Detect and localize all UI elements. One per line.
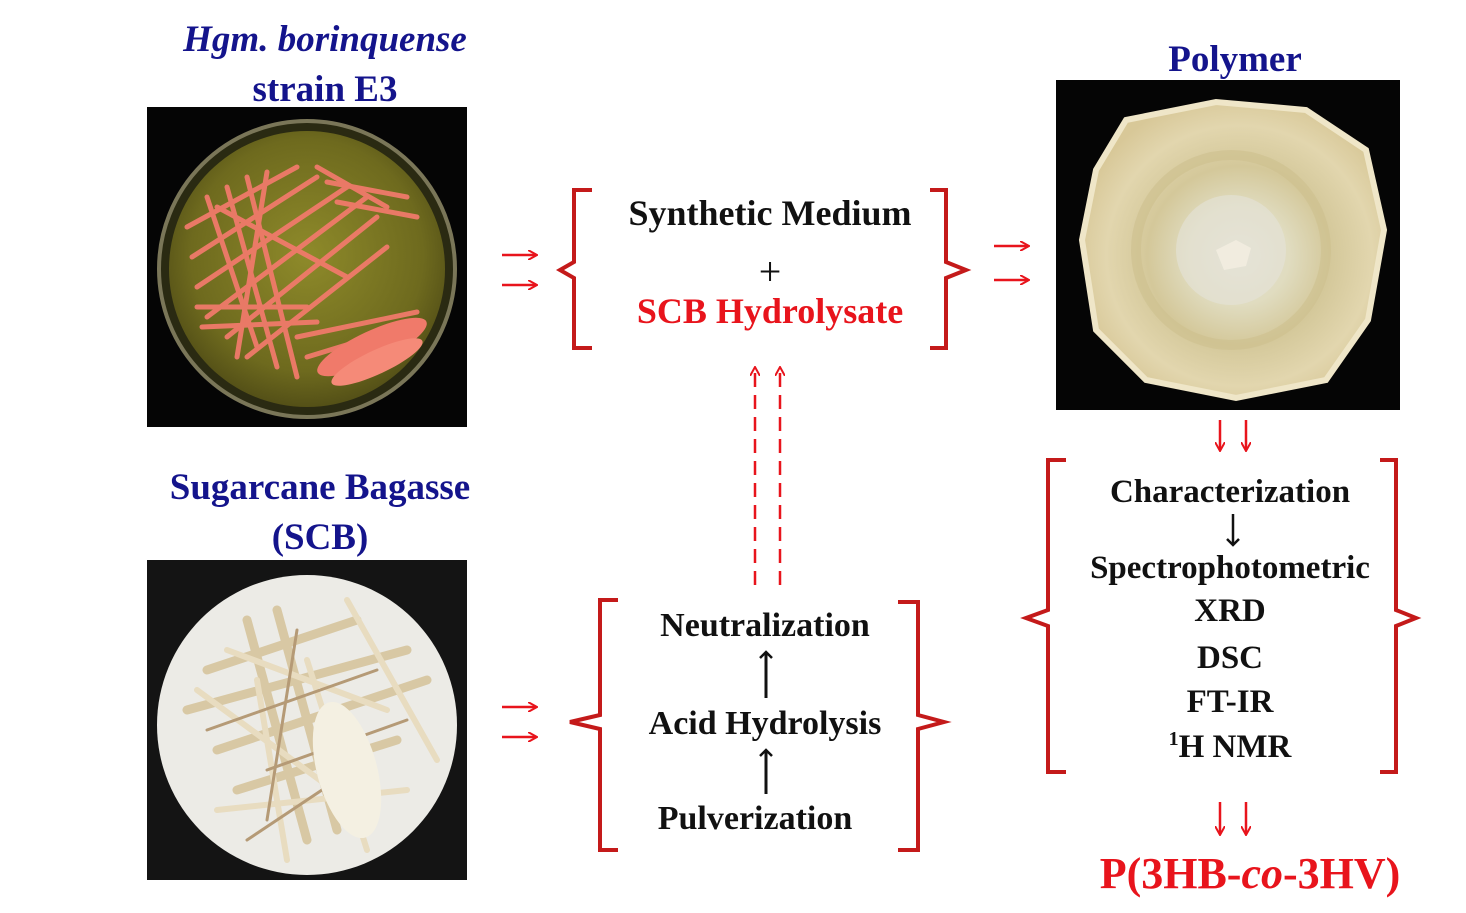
medium-right-bracket: [930, 188, 972, 350]
nmr-superscript: 1: [1168, 728, 1179, 750]
dashed-arrows-up: [755, 368, 780, 585]
arrows-medium-to-polymer: [994, 246, 1028, 280]
nmr-label: H NMR: [1178, 729, 1292, 765]
medium-brackets: [555, 188, 972, 350]
product-name: P(3HB-co-3HV): [1040, 848, 1460, 899]
polymer-title: Polymer: [1168, 39, 1302, 80]
characterization-title: Characterization: [1109, 474, 1351, 510]
step-acid-hydrolysis: Acid Hydrolysis: [648, 705, 882, 742]
arrows-polymer-to-characterization: [1220, 420, 1246, 450]
pretreatment-brackets: [569, 598, 952, 852]
bagasse-photo: [147, 560, 467, 880]
method-nmr: 1H NMR: [1100, 728, 1360, 766]
medium-synthetic: Synthetic Medium: [628, 193, 912, 233]
characterization-brackets: [1020, 458, 1422, 774]
medium-left-bracket: [555, 188, 592, 350]
polymer-photo: [1056, 80, 1400, 410]
petri-dish-photo: [147, 107, 467, 427]
arrows-characterization-to-product: [1220, 802, 1246, 834]
medium-plus: +: [758, 249, 782, 294]
characterization-right-bracket: [1380, 458, 1422, 774]
substrate-abbrev: (SCB): [271, 517, 369, 558]
pretreatment-left-bracket: [569, 598, 618, 852]
method-ftir: FT-IR: [1186, 684, 1274, 720]
arrows-organism-to-medium: [502, 255, 536, 285]
characterization-left-bracket: [1020, 458, 1066, 774]
step-pulverization: Pulverization: [657, 800, 853, 837]
organism-name: Hgm. borinquense: [183, 19, 467, 60]
product-prefix: P(3HB-: [1099, 849, 1242, 898]
product-suffix: -3HV): [1282, 849, 1401, 898]
method-dsc: DSC: [1196, 640, 1264, 676]
method-spectrophotometric: Spectrophotometric: [1090, 550, 1370, 586]
pretreatment-right-bracket: [898, 600, 952, 852]
method-xrd: XRD: [1194, 593, 1266, 629]
step-neutralization: Neutralization: [660, 607, 870, 644]
substrate-name: Sugarcane Bagasse: [169, 467, 471, 508]
arrows-bagasse-to-pretreatment: [502, 707, 536, 737]
product-co: co: [1241, 849, 1283, 898]
organism-strain: strain E3: [252, 69, 398, 110]
medium-hydrolysate: SCB Hydrolysate: [636, 291, 904, 331]
